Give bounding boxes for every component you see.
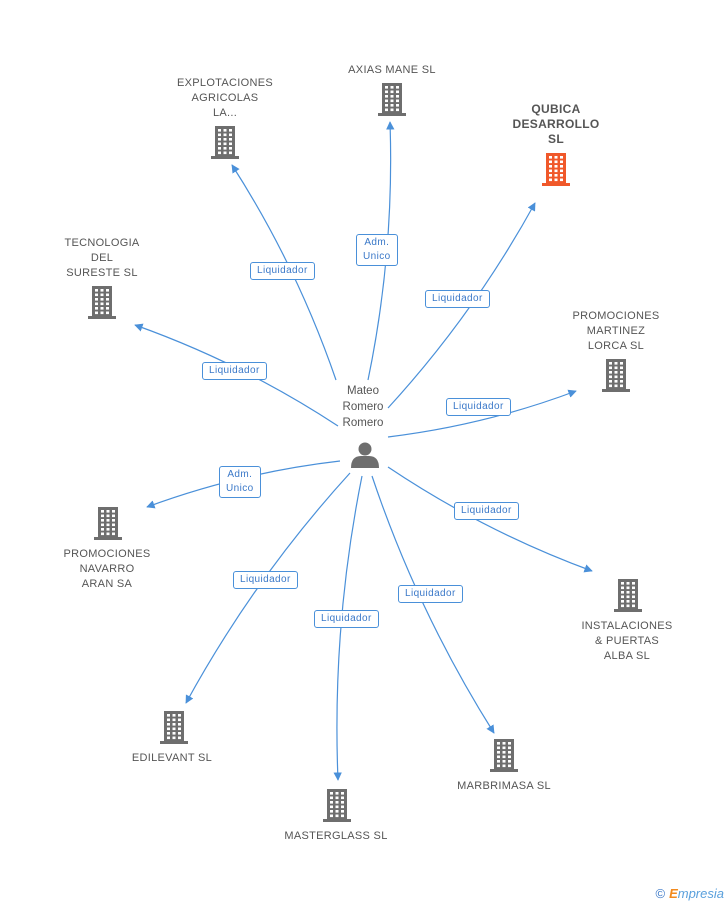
building-icon-promo_navarro[interactable] bbox=[94, 507, 122, 540]
edge-qubica bbox=[387, 202, 536, 409]
company-name-promo_navarro[interactable]: PROMOCIONES NAVARRO ARAN SA bbox=[63, 548, 151, 590]
edge-label-qubica[interactable]: Liquidador bbox=[425, 290, 490, 308]
building-icon-masterglass[interactable] bbox=[323, 789, 351, 822]
center-person-name[interactable]: Mateo Romero Romero bbox=[342, 385, 384, 429]
edge-masterglass bbox=[333, 475, 363, 781]
company-name-tecnologia[interactable]: TECNOLOGIA DEL SURESTE SL bbox=[64, 237, 140, 279]
company-name-masterglass[interactable]: MASTERGLASS SL bbox=[284, 830, 388, 842]
edge-promo_martinez bbox=[387, 389, 577, 438]
building-icon-explotaciones[interactable] bbox=[211, 126, 239, 159]
icons-layer bbox=[88, 83, 642, 822]
brand-logo-e: E bbox=[669, 886, 678, 901]
brand-logo-text: mpresia bbox=[677, 886, 724, 901]
company-name-qubica[interactable]: QUBICA DESARROLLO SL bbox=[512, 102, 600, 146]
edge-label-axias[interactable]: Adm. Unico bbox=[356, 234, 398, 266]
footer-brand: ©Empresia bbox=[655, 886, 724, 901]
building-icon-tecnologia[interactable] bbox=[88, 286, 116, 319]
edge-instalaciones bbox=[387, 466, 593, 573]
edge-label-marbrimasa[interactable]: Liquidador bbox=[398, 585, 463, 603]
company-name-axias[interactable]: AXIAS MANE SL bbox=[348, 64, 436, 76]
person-icon[interactable] bbox=[351, 442, 379, 469]
edge-label-tecnologia[interactable]: Liquidador bbox=[202, 362, 267, 380]
edge-label-explotaciones[interactable]: Liquidador bbox=[250, 262, 315, 280]
building-icon-marbrimasa[interactable] bbox=[490, 739, 518, 772]
building-icon-edilevant[interactable] bbox=[160, 711, 188, 744]
edge-label-masterglass[interactable]: Liquidador bbox=[314, 610, 379, 628]
edge-label-promo_navarro[interactable]: Adm. Unico bbox=[219, 466, 261, 498]
building-icon-instalaciones[interactable] bbox=[614, 579, 642, 612]
building-icon-axias[interactable] bbox=[378, 83, 406, 116]
edge-label-edilevant[interactable]: Liquidador bbox=[233, 571, 298, 589]
edge-label-instalaciones[interactable]: Liquidador bbox=[454, 502, 519, 520]
building-icon-qubica[interactable] bbox=[542, 153, 570, 186]
copyright-symbol: © bbox=[655, 886, 666, 901]
company-name-instalaciones[interactable]: INSTALACIONES & PUERTAS ALBA SL bbox=[581, 620, 673, 662]
building-icon-promo_martinez[interactable] bbox=[602, 359, 630, 392]
company-name-marbrimasa[interactable]: MARBRIMASA SL bbox=[457, 780, 551, 792]
edge-marbrimasa bbox=[371, 475, 495, 734]
edge-label-promo_martinez[interactable]: Liquidador bbox=[446, 398, 511, 416]
company-name-promo_martinez[interactable]: PROMOCIONES MARTINEZ LORCA SL bbox=[572, 310, 660, 352]
company-name-edilevant[interactable]: EDILEVANT SL bbox=[131, 752, 213, 764]
company-name-explotaciones[interactable]: EXPLOTACIONES AGRICOLAS LA... bbox=[177, 77, 273, 119]
